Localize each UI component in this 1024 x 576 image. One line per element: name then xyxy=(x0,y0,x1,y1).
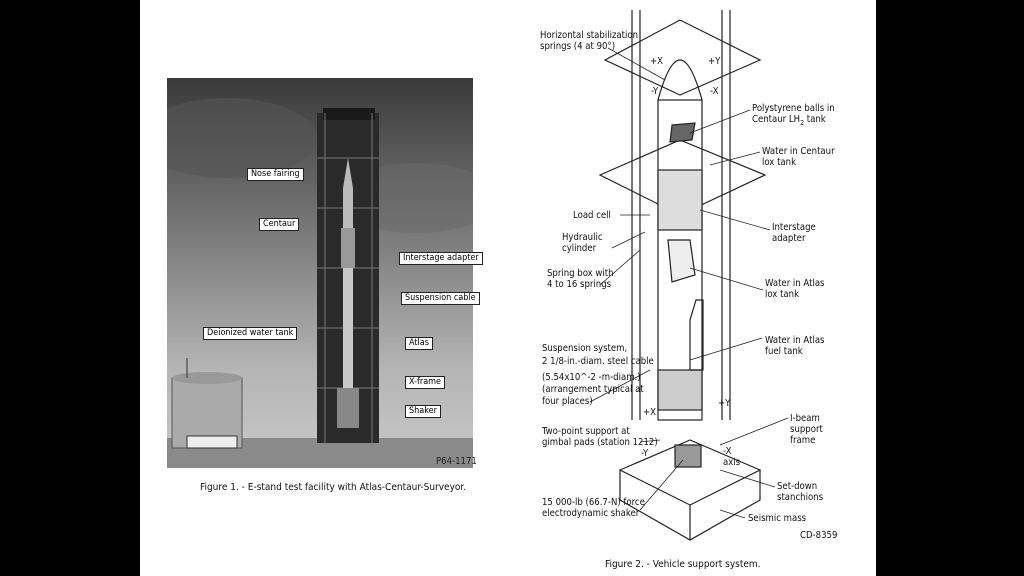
poly-text: Centaur LH xyxy=(752,114,801,125)
label-interstage-line2: adapter xyxy=(772,233,806,244)
label-suspension-cable: Suspension cable xyxy=(401,292,480,305)
label-minus-y-top: -Y xyxy=(651,86,659,97)
label-plus-y-top: +Y xyxy=(708,56,721,67)
label-centaur-lox-line2: lox tank xyxy=(762,157,797,168)
label-ibeam-line2: support xyxy=(790,424,823,435)
label-interstage-line1: Interstage xyxy=(772,222,816,233)
label-plus-x-bottom: +X xyxy=(643,407,657,418)
drawing-id: CD-8359 xyxy=(800,530,838,541)
label-polystyrene-line1: Polystyrene balls in xyxy=(752,103,835,114)
label-two-point-line2: gimbal pads (station 1212) xyxy=(542,437,658,448)
label-plus-x-top: +X xyxy=(650,56,664,67)
label-centaur-lox-line1: Water in Centaur xyxy=(762,146,835,157)
label-ibeam-line1: I-beam xyxy=(790,413,820,424)
label-springs-line2: springs (4 at 90°) xyxy=(540,41,616,52)
label-two-point-line1: Two-point support at xyxy=(542,426,630,437)
label-suspension-line5: four places) xyxy=(542,396,593,407)
label-hydraulic-line2: cylinder xyxy=(562,243,597,254)
label-spring-box-line2: 4 to 16 springs xyxy=(547,279,612,290)
label-load-cell: Load cell xyxy=(573,210,611,221)
label-suspension-line1: Suspension system, xyxy=(542,343,628,354)
label-atlas: Atlas xyxy=(405,337,433,350)
label-minus-y-bottom: -Y xyxy=(641,448,649,459)
label-seismic-mass: Seismic mass xyxy=(748,513,807,524)
label-suspension-line3: (5.54x10^-2 -m-diam.) xyxy=(542,372,641,383)
label-suspension-line2: 2 1/8-in.-diam. steel cable xyxy=(542,356,654,367)
label-x-frame: X-frame xyxy=(405,376,446,389)
poly-subscript: 2 xyxy=(800,118,805,127)
label-spring-box-line1: Spring box with xyxy=(547,268,614,279)
label-ibeam-line3: frame xyxy=(790,435,816,446)
label-minus-x-bottom: -X xyxy=(723,446,732,457)
label-setdown-line1: Set-down xyxy=(777,481,818,492)
label-springs-line1: Horizontal stabilization xyxy=(540,30,639,41)
label-plus-y-bottom: +Y xyxy=(718,398,731,409)
figure1-photo xyxy=(167,78,473,468)
label-polystyrene-line2: Centaur LH2 tank xyxy=(752,114,826,129)
test-stand-photo xyxy=(167,78,473,468)
poly-text-end: tank xyxy=(804,114,826,125)
label-axis: axis xyxy=(723,457,741,468)
label-atlas-lox-line2: lox tank xyxy=(765,289,800,300)
figure1-caption: Figure 1. - E-stand test facility with A… xyxy=(200,482,467,493)
figure2-caption: Figure 2. - Vehicle support system. xyxy=(605,559,761,570)
label-deionized-water-tank: Deionized water tank xyxy=(203,327,298,340)
label-interstage-adapter: Interstage adapter xyxy=(399,252,483,265)
label-shaker-line2: electrodynamic shaker xyxy=(542,508,640,519)
label-centaur: Centaur xyxy=(259,218,300,231)
label-nose-fairing: Nose fairing xyxy=(247,168,304,181)
label-atlas-lox-line1: Water in Atlas xyxy=(765,278,825,289)
label-shaker-line1: 15 000-lb (66.7-N) force xyxy=(542,497,645,508)
label-atlas-fuel-line2: fuel tank xyxy=(765,346,803,357)
label-shaker: Shaker xyxy=(405,405,441,418)
photo-id: P64-1171 xyxy=(436,456,477,467)
label-setdown-line2: stanchions xyxy=(777,492,824,503)
label-hydraulic-line1: Hydraulic xyxy=(562,232,603,243)
label-minus-x-top: -X xyxy=(710,86,719,97)
label-suspension-line4: (arrangement typical at xyxy=(542,384,644,395)
label-atlas-fuel-line1: Water in Atlas xyxy=(765,335,825,346)
